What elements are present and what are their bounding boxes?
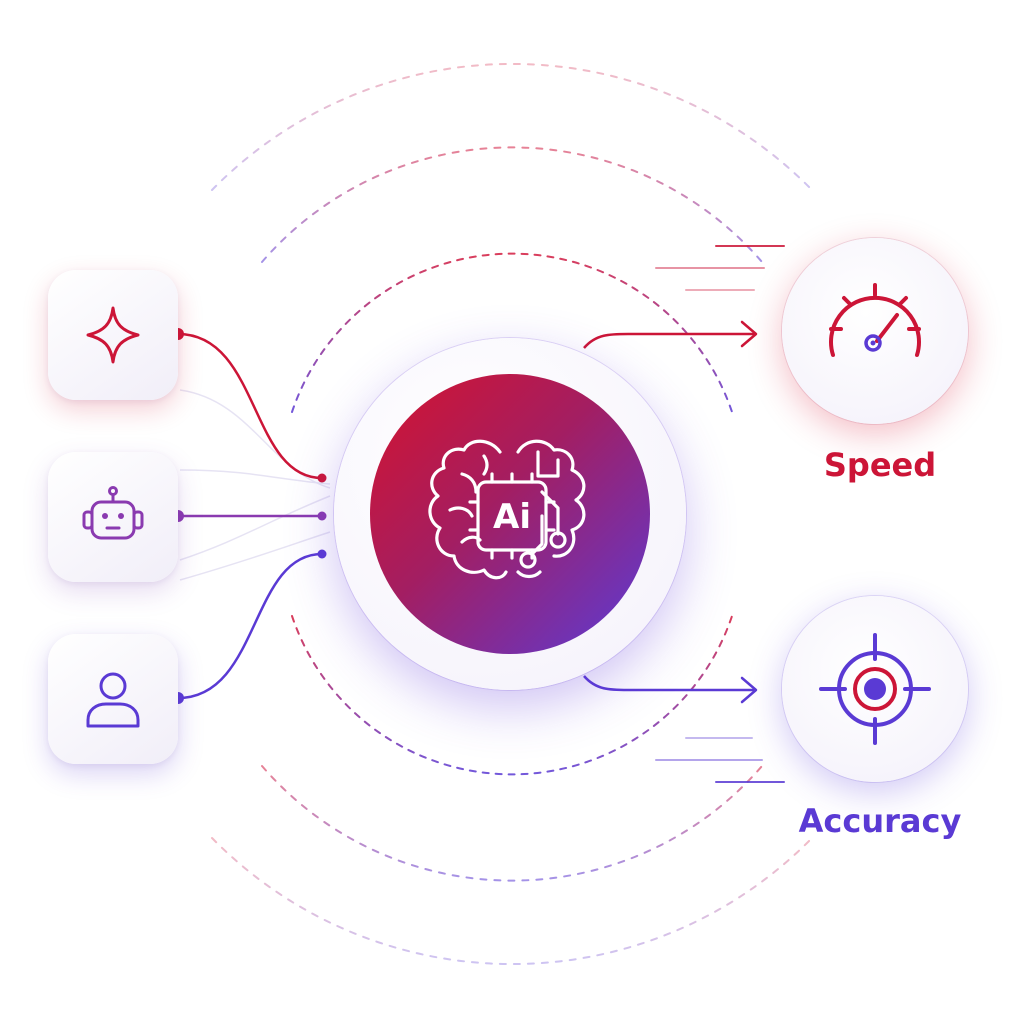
- connector-sparkle: [177, 332, 323, 480]
- speed-badge: [782, 238, 968, 424]
- robot-tile: [48, 452, 178, 582]
- arrow-to-speed: [583, 332, 754, 349]
- accuracy-label: Accuracy: [798, 802, 962, 840]
- dashed-arc-middle-bottom: [261, 765, 763, 882]
- target-icon: [819, 633, 931, 745]
- ai-hub: Ai: [370, 374, 650, 654]
- robot-icon: [82, 486, 144, 540]
- ai-brain-icon: Ai: [428, 439, 586, 580]
- dashed-arc-middle: [261, 146, 763, 263]
- dashed-arc-outer-bottom: [211, 837, 813, 966]
- ai-chip-label: Ai: [493, 497, 531, 537]
- speedometer-icon: [829, 283, 921, 357]
- user-icon: [86, 672, 140, 728]
- dashed-arc-inner: [291, 252, 733, 413]
- arrow-to-accuracy: [583, 675, 754, 692]
- connector-user: [177, 552, 323, 700]
- accuracy-badge: [782, 596, 968, 782]
- dashed-arc-outer: [211, 62, 813, 191]
- sparkle-tile: [48, 270, 178, 400]
- dashed-arc-inner-bottom: [291, 615, 733, 776]
- speed-label: Speed: [823, 446, 937, 484]
- sparkle-icon: [86, 306, 140, 364]
- user-tile: [48, 634, 178, 764]
